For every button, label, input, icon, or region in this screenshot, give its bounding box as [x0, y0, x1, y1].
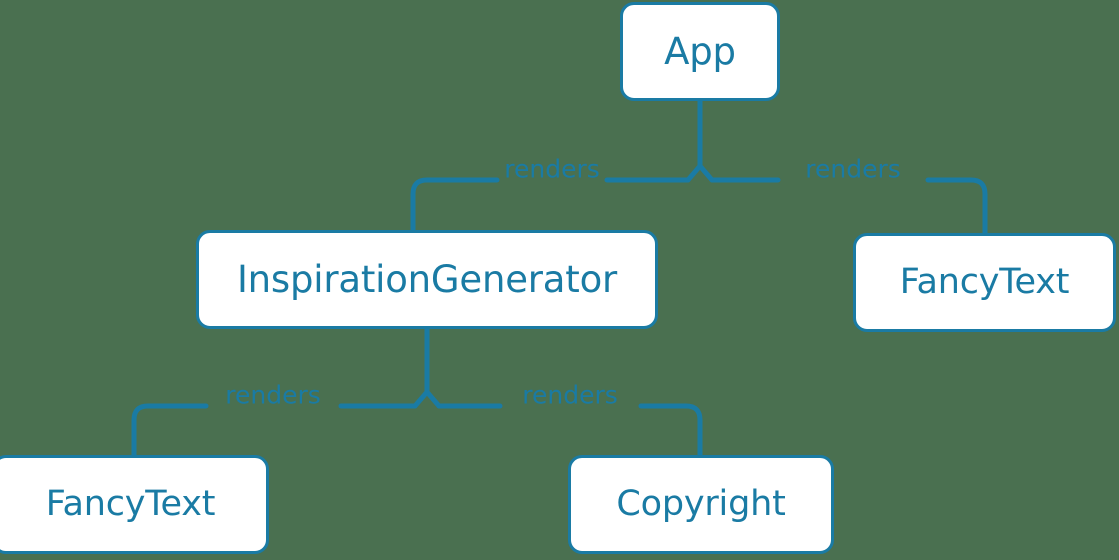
- node-copyright-label: Copyright: [616, 484, 786, 524]
- edge-inspgen-junction: [412, 389, 442, 409]
- node-inspiration-generator[interactable]: InspirationGenerator: [196, 230, 658, 329]
- node-inspiration-generator-label: InspirationGenerator: [236, 258, 618, 301]
- node-fancy-text-right-label: FancyText: [899, 262, 1070, 302]
- edge-app-junction: [685, 163, 715, 183]
- edge-app-to-fancyright-mid: [925, 177, 988, 236]
- edge-label-app-inspiration-generator: renders: [504, 154, 600, 184]
- node-fancy-text-left[interactable]: FancyText: [0, 455, 269, 554]
- edge-inspgen-to-fancyleft-mid: [131, 403, 209, 458]
- node-fancy-text-right[interactable]: FancyText: [853, 233, 1116, 332]
- edge-label-app-fancy-text-right: renders: [805, 154, 901, 184]
- edge-label-inspiration-generator-fancy-text-left: renders: [225, 380, 321, 410]
- node-app-label: App: [664, 30, 736, 73]
- edge-app-to-inspgen-mid: [410, 177, 500, 233]
- node-copyright[interactable]: Copyright: [568, 455, 834, 554]
- edge-label-inspiration-generator-copyright: renders: [522, 380, 618, 410]
- node-app[interactable]: App: [620, 2, 780, 101]
- edge-inspgen-to-copyright-mid: [638, 403, 703, 458]
- node-fancy-text-left-label: FancyText: [45, 484, 216, 524]
